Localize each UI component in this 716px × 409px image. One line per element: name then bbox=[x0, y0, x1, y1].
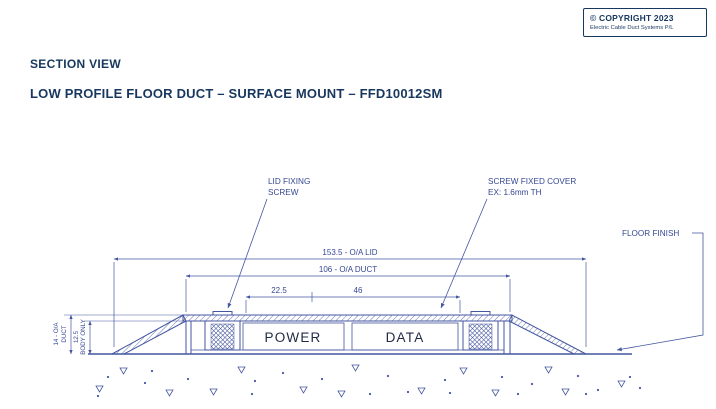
dimension-oa-duct bbox=[185, 274, 511, 312]
dim-data-width-text: 46 bbox=[354, 286, 363, 295]
power-compartment-label: POWER bbox=[264, 330, 321, 345]
dimension-oa-height bbox=[64, 314, 183, 355]
cover-leader bbox=[440, 198, 488, 309]
dim-oa-height-text-2: DUCT bbox=[61, 325, 68, 342]
dim-power-width-text: 22.5 bbox=[271, 286, 287, 295]
dim-oa-lid-text: 153.5 - O/A LID bbox=[322, 248, 377, 257]
data-compartment bbox=[351, 322, 459, 351]
dim-oa-height-text-1: 14 - O/A bbox=[53, 322, 60, 346]
lid-right-ramp bbox=[508, 314, 587, 355]
screw-thread-right bbox=[468, 323, 493, 350]
ground-speckles bbox=[96, 369, 642, 398]
screw-boss-right bbox=[462, 320, 499, 351]
body-right-wall bbox=[503, 320, 511, 355]
lid-fixing-label-2: SCREW bbox=[268, 188, 299, 197]
duct-lid bbox=[111, 311, 587, 355]
cover-label-2: EX: 1.6mm TH bbox=[488, 188, 542, 197]
lid-screw-head-left bbox=[212, 311, 233, 316]
dim-body-height-text-1: 12.5 bbox=[73, 330, 80, 343]
ground-hatching bbox=[95, 364, 642, 398]
dim-body-height-text-2: BODY ONLY bbox=[80, 319, 87, 355]
data-compartment-label: DATA bbox=[386, 330, 425, 345]
copyright-company: Electric Cable Duct Systems P/L bbox=[590, 25, 674, 31]
duct-body bbox=[185, 320, 511, 355]
screw-boss-left bbox=[204, 320, 241, 351]
section-view-heading: SECTION VIEW bbox=[30, 57, 121, 71]
dim-oa-duct-text: 106 - O/A DUCT bbox=[319, 265, 377, 274]
floor-finish-label: FLOOR FINISH bbox=[622, 229, 679, 238]
cover-label-1: SCREW FIXED COVER bbox=[488, 177, 576, 186]
lid-screw-head-right bbox=[470, 311, 491, 316]
screw-thread-left bbox=[210, 323, 235, 350]
floor-finish-leader bbox=[616, 232, 704, 352]
lid-fixing-leader bbox=[227, 198, 268, 309]
dimension-body-height bbox=[84, 320, 186, 355]
copyright-year: © COPYRIGHT 2023 bbox=[590, 13, 674, 23]
dimension-compartments bbox=[245, 292, 461, 313]
copyright-box: © COPYRIGHT 2023 Electric Cable Duct Sys… bbox=[583, 8, 707, 37]
lid-cover-plate bbox=[182, 314, 513, 322]
body-left-wall bbox=[185, 320, 192, 355]
power-compartment bbox=[242, 322, 345, 351]
drawing-title: LOW PROFILE FLOOR DUCT – SURFACE MOUNT –… bbox=[30, 86, 443, 101]
lid-fixing-label-1: LID FIXING bbox=[268, 177, 310, 186]
dimension-oa-lid bbox=[113, 257, 587, 347]
